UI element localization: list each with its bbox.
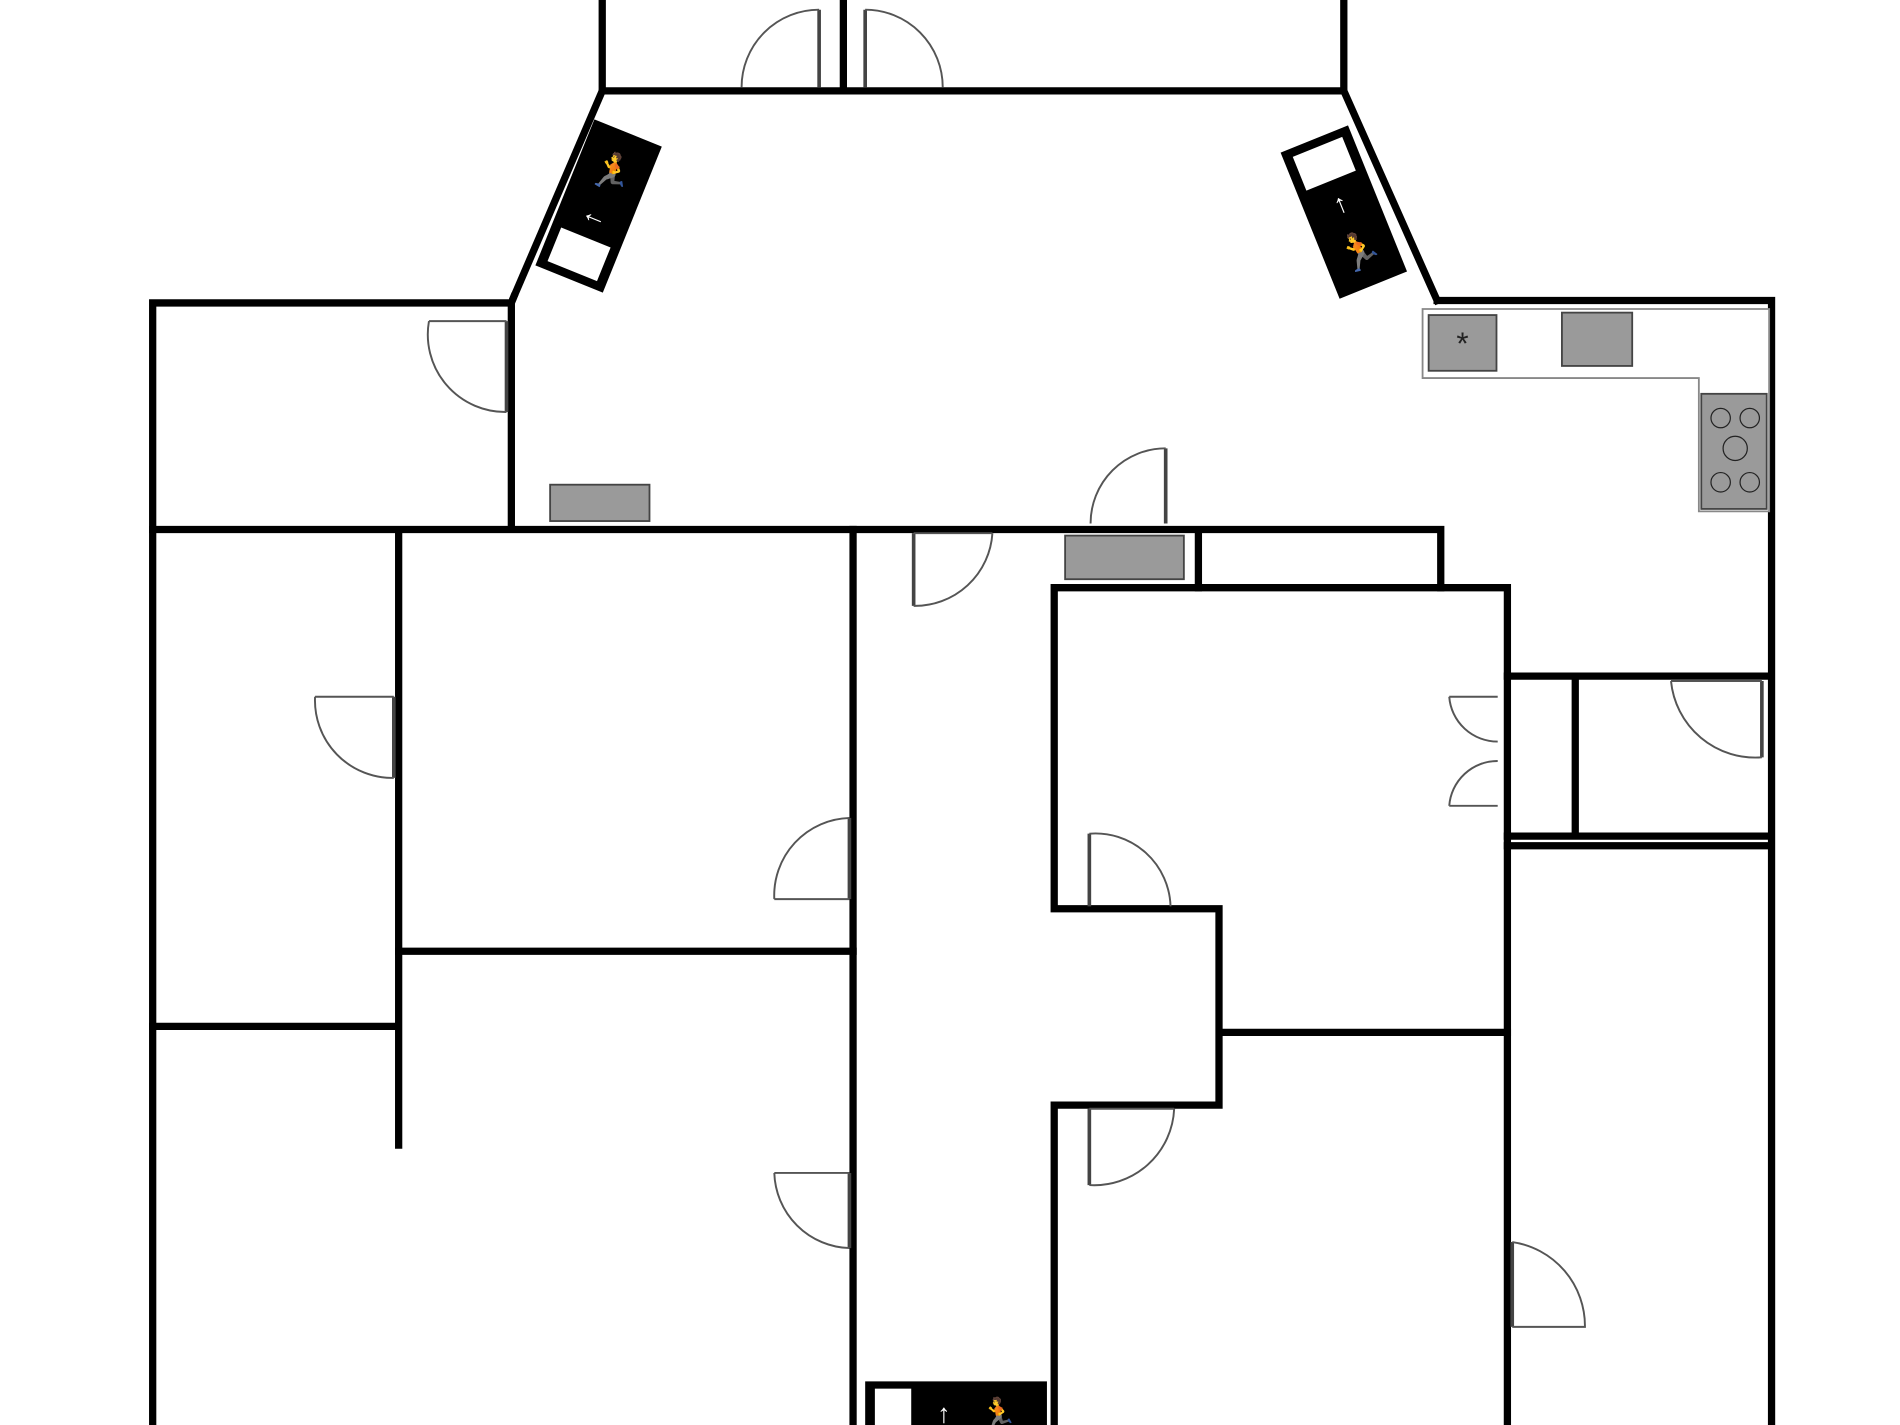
door-double-right[interactable] xyxy=(1448,695,1498,807)
sink-icon: * xyxy=(1427,314,1498,372)
dishwasher-icon xyxy=(1561,311,1634,367)
svg-text:🏃: 🏃 xyxy=(979,1396,1018,1425)
radiator-icon xyxy=(1064,534,1185,581)
wall-right-outer xyxy=(1433,296,1776,1425)
wall-diagonal-right xyxy=(1339,86,1442,306)
door-room-d[interactable] xyxy=(773,1171,852,1250)
wall-diagonal-left xyxy=(509,86,608,302)
emergency-exit-sign-icon: ↑ 🏃 xyxy=(1280,125,1408,299)
door-center[interactable] xyxy=(1089,447,1168,524)
emergency-exit-sign-icon: 🏃 ← xyxy=(535,119,662,293)
door-room-b[interactable] xyxy=(773,816,852,901)
radiator-icon xyxy=(549,483,651,522)
fixtures: * xyxy=(549,308,1771,581)
door-small-room[interactable] xyxy=(1670,680,1764,759)
wall-center-block xyxy=(1052,584,1512,1425)
wall-left-partition xyxy=(149,529,403,1149)
door-corridor-top[interactable] xyxy=(911,532,994,607)
door-room-e[interactable] xyxy=(1087,1107,1176,1187)
wall-left-room xyxy=(149,292,519,1425)
wall-main-horizontal xyxy=(149,525,1445,592)
door-room-a[interactable] xyxy=(314,695,396,779)
doors xyxy=(314,8,1764,1328)
wall-top-rooms xyxy=(598,0,1348,95)
door-room-f[interactable] xyxy=(1510,1241,1586,1328)
door-top-left[interactable] xyxy=(740,8,821,88)
wall-small-rooms xyxy=(1503,672,1773,850)
svg-text:*: * xyxy=(1456,325,1468,361)
kitchen-counter xyxy=(1421,308,1771,513)
wall-corridor-right xyxy=(1050,584,1223,1425)
door-left-room[interactable] xyxy=(426,320,509,413)
door-top-right[interactable] xyxy=(863,8,944,88)
emergency-exit-sign-icon: ↑ 🏃 xyxy=(865,1381,1047,1425)
stove-icon xyxy=(1700,392,1768,510)
door-room-c[interactable] xyxy=(1087,832,1172,907)
svg-text:↑: ↑ xyxy=(937,1399,950,1425)
walls xyxy=(149,0,1776,1425)
